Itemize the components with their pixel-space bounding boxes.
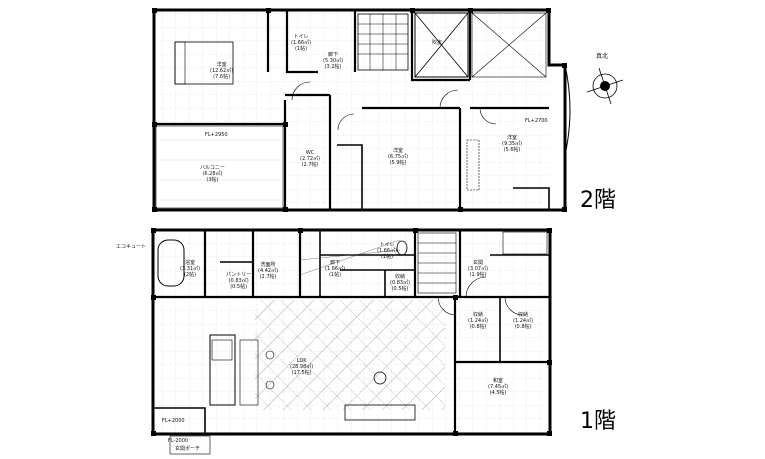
floor-1-plan	[151, 228, 552, 455]
note-fl-2700: FL+2700	[525, 118, 548, 124]
room-label-youshitsu-2f-1: 洋室(12.62㎡)(7.6帖)	[210, 62, 234, 80]
room-label-rouka-2f: 廊下(5.30㎡)(3.2帖)	[323, 52, 344, 70]
note-porch: 玄関ポーチ	[175, 446, 201, 452]
room-label-ldk: LDK(28.98㎡)(17.5帖)	[290, 358, 314, 376]
room-label-toilet-1f: トイレ(1.66㎡)(1帖)	[377, 242, 398, 260]
room-label-washitsu: 和室(7.45㎡)(4.5帖)	[488, 378, 509, 396]
room-label-shuno-1: 収納(0.83㎡)(0.5帖)	[390, 274, 411, 292]
note-fl-2950: FL+2950	[205, 132, 228, 138]
room-label-rouka-1f: 廊下(1.66㎡)(1帖)	[325, 260, 346, 278]
note-fl-2000: FL+2000	[162, 418, 185, 424]
room-label-senmenjo: 洗面所(4.42㎡)(2.7帖)	[258, 262, 279, 280]
compass-label: 真北	[596, 53, 609, 60]
north-compass	[586, 67, 624, 105]
room-label-shuno-3: 収納(1.24㎡)(0.8帖)	[513, 312, 534, 330]
room-label-youshitsu-2f-3: 洋室(9.35㎡)(5.6帖)	[502, 135, 523, 153]
floor-2-plan	[152, 8, 571, 212]
room-label-balcony: バルコニー(6.28㎡)(3帖)	[200, 165, 225, 183]
note-ecocute: エコキュート	[116, 244, 147, 250]
note-fukinuke: 吹抜	[432, 40, 443, 46]
room-label-genkan: 玄関(3.07㎡)(1.9帖)	[468, 260, 489, 278]
room-label-youshitsu-2f-2: 洋室(6.75㎡)(5.9帖)	[388, 148, 409, 166]
room-label-toilet-2f: トイレ(1.66㎡)(1帖)	[291, 34, 312, 52]
floor-label-1f: 1階	[580, 409, 616, 434]
room-label-yokushitsu: 浴室(3.31㎡)(2帖)	[180, 260, 201, 278]
room-label-wc-2f: WC(2.72㎡)(2.7帖)	[300, 150, 321, 168]
room-label-shuno-2: 収納(1.24㎡)(0.8帖)	[468, 312, 489, 330]
floor-label-2f: 2階	[580, 188, 616, 213]
room-label-pantry: パントリー(0.83㎡)(0.5帖)	[226, 272, 252, 290]
note-fl-minus-2000: FL-2000	[168, 438, 189, 444]
